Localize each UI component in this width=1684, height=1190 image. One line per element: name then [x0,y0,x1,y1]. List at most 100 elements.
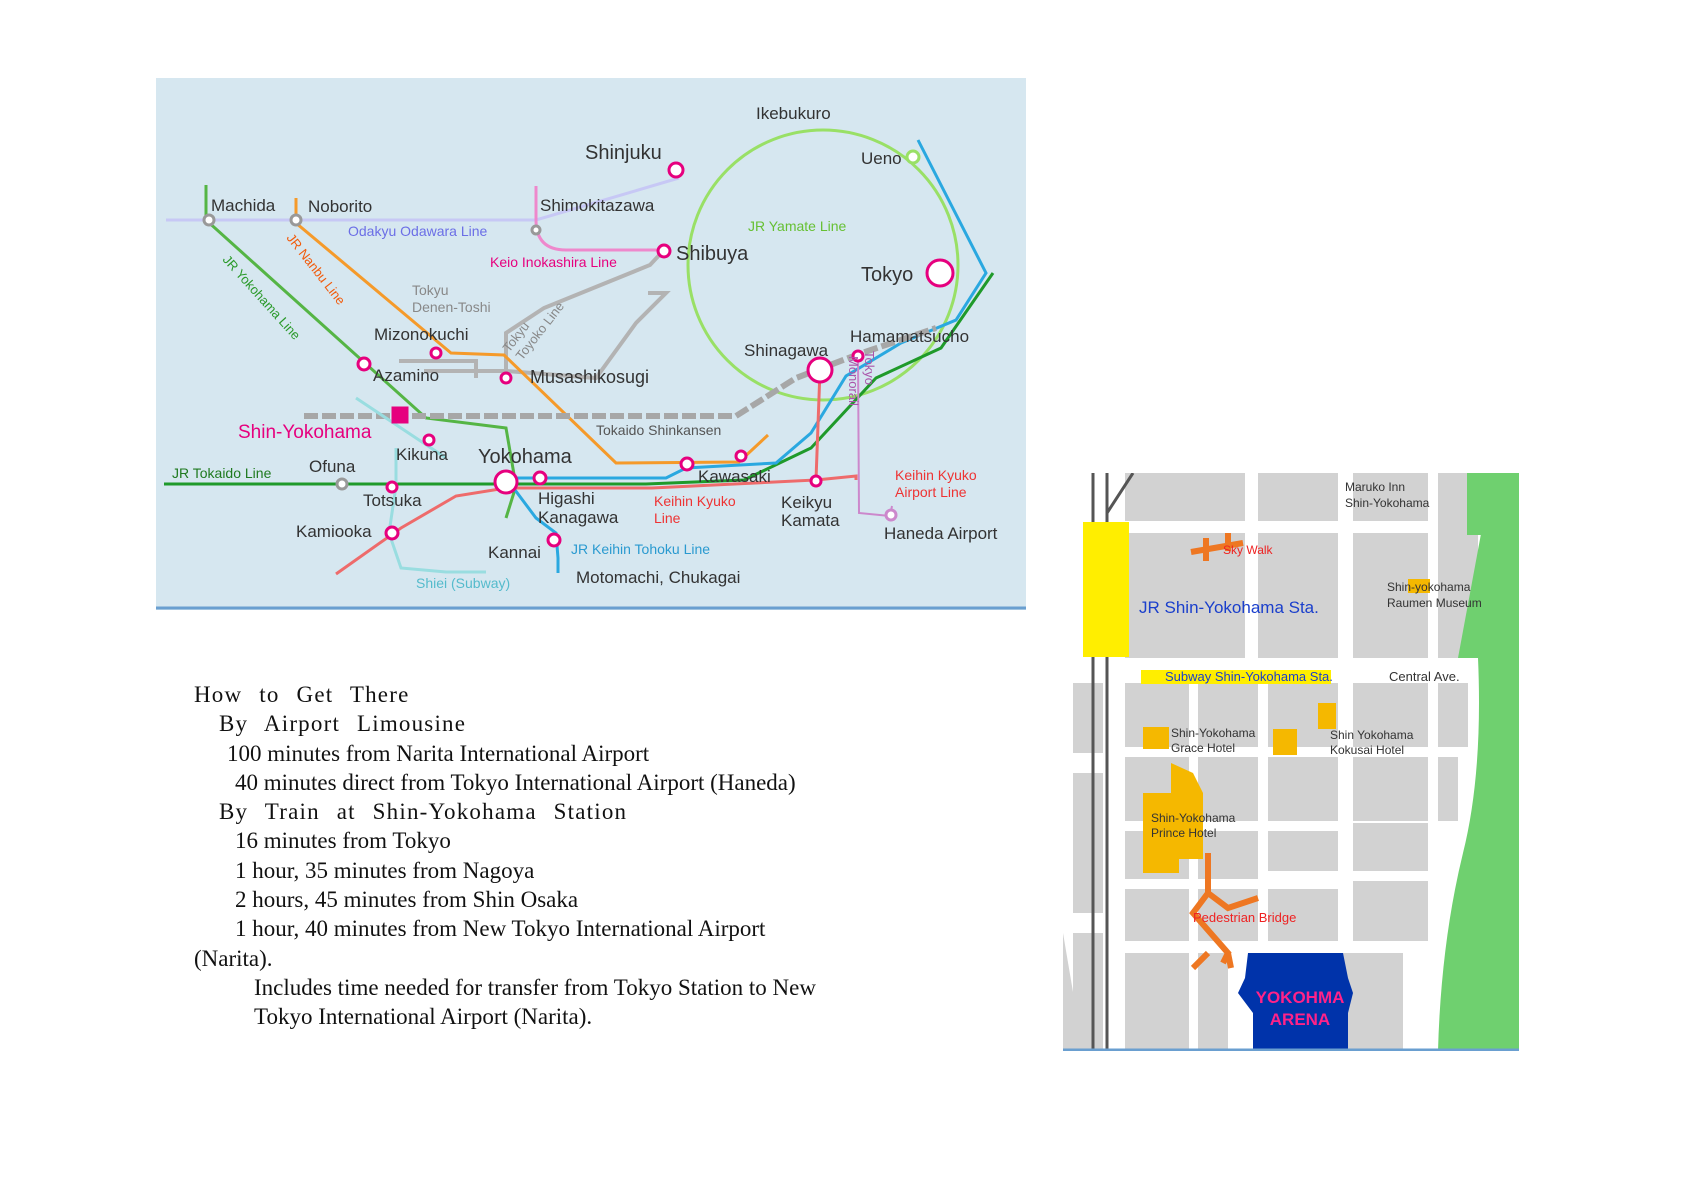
tokyu-denen-label-2: Denen-Toshi [412,299,491,315]
shinkansen-line-label: Tokaido Shinkansen [596,422,721,438]
riverside-park [1438,503,1519,1051]
shiei-line-label: Shiei (Subway) [416,575,510,591]
pedestrian-bridge-icon [1189,853,1259,971]
shinjuku-marker [667,161,685,179]
totsuka-marker [385,480,399,494]
keikyu-kamata-label-2: Kamata [781,511,840,530]
shimokitazawa-label: Shimokitazawa [540,196,655,215]
hamamatsucho-marker [851,349,865,363]
kikuna-label: Kikuna [396,445,449,464]
maruko-label-2: Shin-Yokohama [1345,496,1430,510]
park-northeast [1467,473,1519,535]
directions-heading: How to Get There [194,682,410,707]
machida-label: Machida [211,196,276,215]
prince-hotel-label-2: Prince Hotel [1151,826,1216,840]
azamino-marker [356,356,372,372]
musashikosugi-marker [499,371,513,385]
kawasaki-label: Kawasaki [698,467,771,486]
keio-line-label: Keio Inokashira Line [490,254,617,270]
keikyu-line-label-2: Line [654,510,681,526]
limousine-narita: 100 minutes from Narita International Ai… [227,740,650,766]
noborito-marker [289,213,303,227]
prince-hotel-building [1143,763,1203,873]
keikyu-kamata-label-1: Keikyu [781,493,832,512]
mizonokuchi-marker [429,346,443,360]
sky-walk-label: Sky Walk [1223,543,1274,557]
keihin-tohoku-line-label: JR Keihin Tohoku Line [571,541,710,557]
kannai-label: Kannai [488,543,541,562]
tokyu-lines [399,248,671,381]
shinagawa-label: Shinagawa [744,341,829,360]
ofuna-marker [335,477,349,491]
rail-network-map: Ikebukuro Shinjuku Ueno Machida Noborito… [156,78,1026,610]
yokohama-arena-building [1238,953,1353,1051]
haneda-marker [884,508,898,522]
hamamatsucho-label: Hamamatsucho [850,327,969,346]
monorail-label-1: Tokyo [862,351,877,385]
limousine-heading: By Airport Limousine [219,711,467,737]
limousine-haneda: 40 minutes direct from Tokyo Internation… [235,769,796,795]
kokusai-hotel-label-1: Shin Yokohama [1330,728,1414,742]
keio-line [534,186,664,252]
shinkansen-line [304,325,937,419]
ikebukuro-label: Ikebukuro [756,104,831,123]
train-narita: 1 hour, 40 minutes from New Tokyo Intern… [235,916,766,942]
monorail-label-2: Monorail [846,356,861,406]
higashi-label-1: Higashi [538,489,595,508]
ueno-marker [905,149,921,165]
keikyu-airport-label-2: Airport Line [895,484,967,500]
ueno-label: Ueno [861,149,902,168]
subway-station-label: Subway Shin-Yokohama Sta. [1165,669,1333,684]
subway-station-marker [1141,670,1331,684]
raumen-marker [1408,579,1430,593]
kannai-marker [546,532,562,548]
arena-label-2: ARENA [1270,1010,1330,1029]
ofuna-label: Ofuna [309,457,356,476]
jr-station-label: JR Shin-Yokohama Sta. [1139,598,1319,617]
grace-hotel-label-2: Grace Hotel [1171,741,1235,755]
shinagawa-marker [806,356,834,384]
arena-label-1: YOKOHMA [1256,988,1345,1007]
yamate-line-label: JR Yamate Line [748,218,847,234]
tokaido-line [164,272,995,486]
tokaido-line-label: JR Tokaido Line [172,465,272,481]
haneda-label: Haneda Airport [884,524,998,543]
transfer-note-2: Tokyo International Airport (Narita). [254,1004,593,1030]
tokyu-denen-label-1: Tokyu [412,282,449,298]
jr-station-building [1083,522,1129,657]
keikyu-line-label-1: Keihin Kyuko [654,493,736,509]
yokohama-marker [493,469,519,495]
higashi-label-2: Kanagawa [538,508,619,527]
central-ave-label: Central Ave. [1389,669,1460,684]
shinjuku-label: Shinjuku [585,142,662,164]
grace-hotel-marker [1143,727,1169,749]
odakyu-line-label: Odakyu Odawara Line [348,223,488,239]
kawasaki-marker [679,456,695,472]
kokusai-hotel-marker-2 [1318,703,1336,729]
grace-hotel-label-1: Shin-Yokohama [1171,726,1256,740]
kokusai-hotel-marker-1 [1273,729,1297,755]
shimokitazawa-marker [530,224,542,236]
train-nagoya: 1 hour, 35 minutes from Nagoya [235,857,535,883]
train-tokyo: 16 minutes from Tokyo [235,828,451,854]
keikyu-airport-label-1: Keihin Kyuko [895,467,977,483]
kamiooka-marker [384,525,400,541]
totsuka-label: Totsuka [363,491,422,510]
raumen-label-2: Raumen Museum [1387,596,1482,610]
keikyu-kamata-marker [809,474,823,488]
kamiooka-label: Kamiooka [296,522,372,541]
pedestrian-bridge-label: Pedestrian Bridge [1193,910,1296,925]
tokyo-label: Tokyo [861,264,913,286]
train-heading: By Train at Shin-Yokohama Station [219,799,628,825]
keihin-small-marker [734,449,748,463]
musashikosugi-label: Musashikosugi [530,367,649,387]
train-narita-cont: (Narita). [194,945,273,971]
higashi-kanagawa-marker [532,470,548,486]
kikuna-marker [422,433,436,447]
shiei-line [355,396,486,574]
shin-yokohama-label: Shin-Yokohama [238,422,372,443]
shibuya-label: Shibuya [676,243,749,265]
noborito-label: Noborito [308,197,372,216]
shin-yokohama-marker [391,406,409,424]
mizonokuchi-label: Mizonokuchi [374,325,469,344]
